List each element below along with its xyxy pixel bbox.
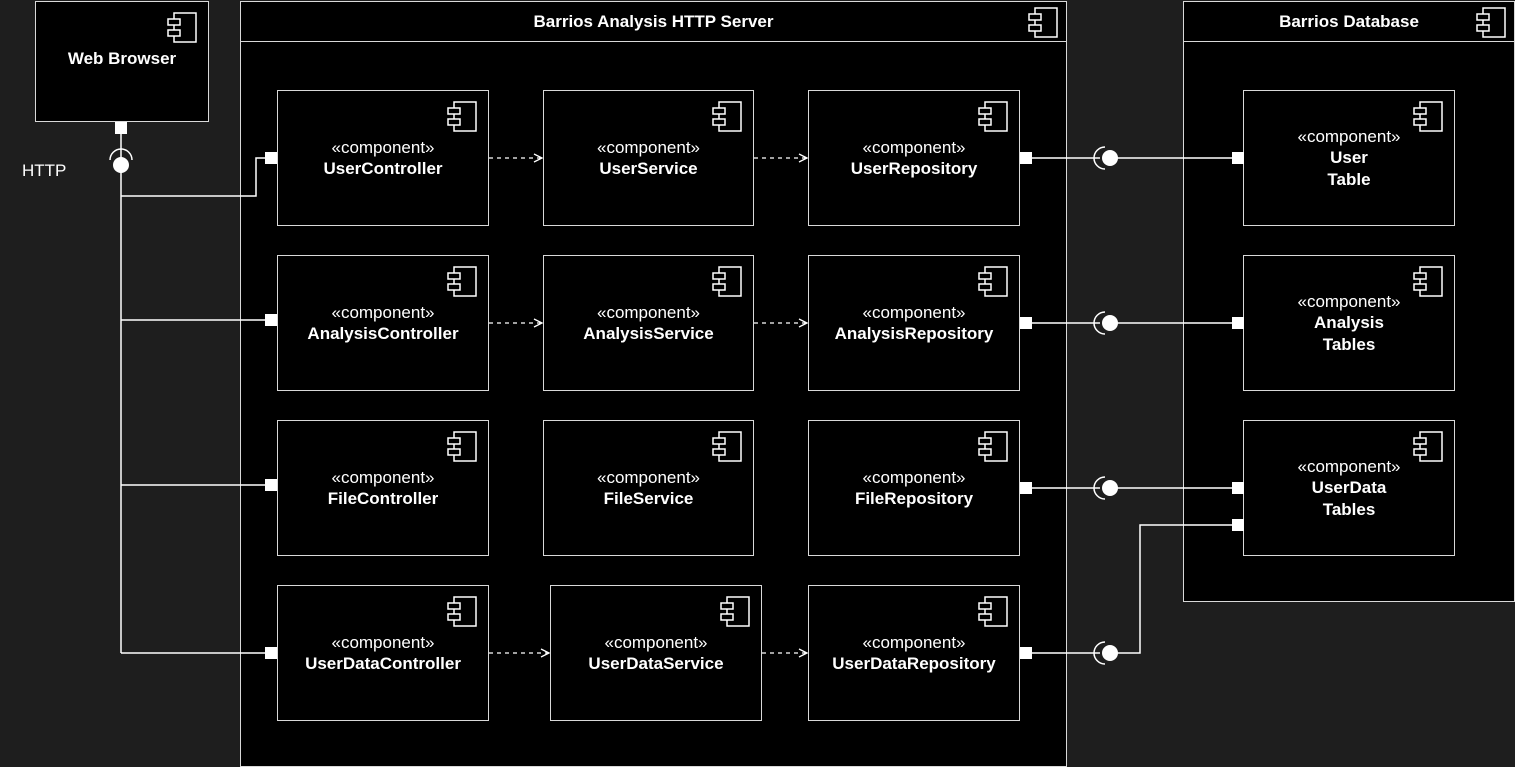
userdata-controller-component[interactable]: «component» UserDataController [277,585,489,721]
component-icon [712,266,742,297]
user-repository-component[interactable]: «component» UserRepository [808,90,1020,226]
component-name: UserController [323,158,443,178]
component-icon [978,101,1008,132]
component-name-line1: UserData [1311,477,1387,497]
component-name: AnalysisController [307,323,459,343]
component-name-line2: Table [1327,169,1371,189]
analysis-tables-component[interactable]: «component» Analysis Tables [1243,255,1455,391]
stereotype-label: «component» [862,467,966,487]
web-browser-port [115,122,127,134]
file-repository-component[interactable]: «component» FileRepository [808,420,1020,556]
component-icon [978,431,1008,462]
db-interface-userdata [1093,641,1118,665]
database-title: Barrios Database [1279,11,1419,31]
component-icon [1413,266,1443,297]
component-name-line2: Tables [1322,499,1376,519]
userdata-repository-component[interactable]: «component» UserDataRepository [808,585,1020,721]
stereotype-label: «component» [1297,456,1401,476]
component-icon [447,266,477,297]
server-title: Barrios Analysis HTTP Server [533,11,774,31]
component-name: UserService [599,158,698,178]
component-icon [447,596,477,627]
http-socket-interface [109,148,133,173]
component-icon [712,431,742,462]
userdata-service-component[interactable]: «component» UserDataService [550,585,762,721]
stereotype-label: «component» [862,137,966,157]
db-interface-user [1093,146,1118,170]
stereotype-label: «component» [596,302,701,322]
stereotype-label: «component» [1297,126,1401,146]
component-icon [1028,7,1058,38]
component-icon [447,431,477,462]
db-interface-file [1093,476,1118,500]
user-controller-component[interactable]: «component» UserController [277,90,489,226]
component-icon [447,101,477,132]
stereotype-label: «component» [596,137,701,157]
component-name: AnalysisRepository [834,323,994,343]
userdata-tables-component[interactable]: «component» UserData Tables [1243,420,1455,556]
web-browser-component[interactable]: Web Browser [35,1,209,122]
component-name: UserDataService [588,653,724,673]
stereotype-label: «component» [596,467,701,487]
component-name-line2: Tables [1322,334,1376,354]
analysis-repository-component[interactable]: «component» AnalysisRepository [808,255,1020,391]
stereotype-label: «component» [862,302,966,322]
component-icon [720,596,750,627]
stereotype-label: «component» [331,632,435,652]
stereotype-label: «component» [331,467,435,487]
file-controller-component[interactable]: «component» FileController [277,420,489,556]
component-name: UserDataRepository [832,653,996,673]
stereotype-label: «component» [1297,291,1401,311]
component-name: FileController [327,488,439,508]
stereotype-label: «component» [862,632,966,652]
stereotype-label: «component» [604,632,708,652]
db-interface-analysis [1093,311,1118,335]
component-icon [1413,101,1443,132]
http-label: HTTP [22,161,67,180]
user-service-component[interactable]: «component» UserService [543,90,754,226]
component-icon [1476,7,1506,38]
component-name: UserRepository [850,158,978,178]
analysis-controller-component[interactable]: «component» AnalysisController [277,255,489,391]
component-name-line1: Analysis [1314,312,1384,332]
web-browser-label: Web Browser [67,49,177,68]
analysis-service-component[interactable]: «component» AnalysisService [543,255,754,391]
component-name: UserDataController [305,653,461,673]
user-table-component[interactable]: «component» User Table [1243,90,1455,226]
component-icon [978,266,1008,297]
component-name: FileRepository [854,488,974,508]
server-header[interactable]: Barrios Analysis HTTP Server [240,1,1067,42]
component-icon [1413,431,1443,462]
component-icon [712,101,742,132]
component-icon [978,596,1008,627]
component-name: FileService [603,488,694,508]
database-header[interactable]: Barrios Database [1183,1,1515,42]
component-icon [167,12,197,43]
component-name: AnalysisService [583,323,714,343]
stereotype-label: «component» [331,302,435,322]
stereotype-label: «component» [331,137,435,157]
file-service-component[interactable]: «component» FileService [543,420,754,556]
component-name-line1: User [1330,147,1368,167]
